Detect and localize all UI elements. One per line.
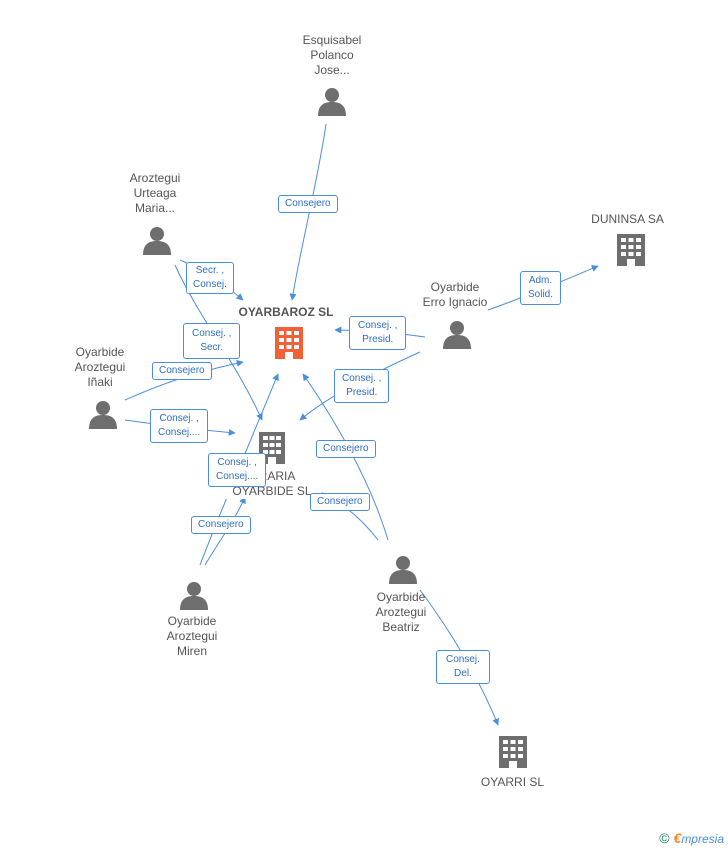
copyright-notice: ©€mpresia [659,830,724,846]
person-icon[interactable] [318,88,346,116]
edge-label-beatriz-oyarbaroz[interactable]: Consejero [316,440,376,458]
building-icon[interactable] [275,327,303,359]
person-icon[interactable] [443,321,471,349]
building-icon[interactable] [499,736,527,768]
edge-esquisabel-oyarbaroz [289,123,327,301]
node-label-esquisabel[interactable]: Esquisabel Polanco Jose... [302,33,362,77]
node-label-erro[interactable]: Oyarbide Erro Ignacio [422,280,488,309]
node-label-beatriz[interactable]: Oyarbide Aroztegui Beatriz [375,590,427,634]
person-icon[interactable] [389,556,417,584]
edge-label-inaki-oyarbaroz[interactable]: Consejero [152,362,212,380]
edge-label-miren-oyarbaroz[interactable]: Consej. , Consej.... [208,453,267,487]
node-label-aroztegui-urteaga[interactable]: Aroztegui Urteaga Maria... [129,171,181,215]
edge-label-beatriz-oyarri[interactable]: Consej. Del. [436,650,490,684]
brand-initial: € [673,830,682,846]
node-label-duninsa[interactable]: DUNINSA SA [591,212,664,226]
brand-name: mpresia [681,832,724,846]
edge-label-aroztegui-urteaga-inmobiliaria[interactable]: Consej. , Secr. [183,323,241,359]
edge-label-inaki-inmobiliaria[interactable]: Consej. , Consej.... [150,409,209,443]
building-icon[interactable] [617,234,645,266]
edge-label-esquisabel-oyarbaroz[interactable]: Consejero [278,195,338,213]
edge-label-miren-inmobiliaria[interactable]: Consejero [191,516,251,534]
node-label-oyarri[interactable]: OYARRI SL [480,775,545,789]
edge-label-beatriz-inmobiliaria[interactable]: Consejero [310,493,370,511]
person-icon[interactable] [180,582,208,610]
node-label-oyarbaroz[interactable]: OYARBAROZ SL [238,305,334,319]
person-icon[interactable] [89,401,117,429]
edge-label-erro-inmobiliaria[interactable]: Consej. , Presid. [334,369,390,403]
edge-label-erro-oyarbaroz[interactable]: Consej. , Presid. [349,316,407,350]
node-label-miren[interactable]: Oyarbide Aroztegui Miren [166,614,218,658]
edge-label-erro-duninsa[interactable]: Adm. Solid. [520,271,562,305]
node-label-inaki[interactable]: Oyarbide Aroztegui Iñaki [74,345,126,389]
copyright-symbol: © [659,830,670,846]
edge-label-aroztegui-urteaga-oyarbaroz[interactable]: Secr. , Consej. [186,262,234,294]
person-icon[interactable] [143,227,171,255]
